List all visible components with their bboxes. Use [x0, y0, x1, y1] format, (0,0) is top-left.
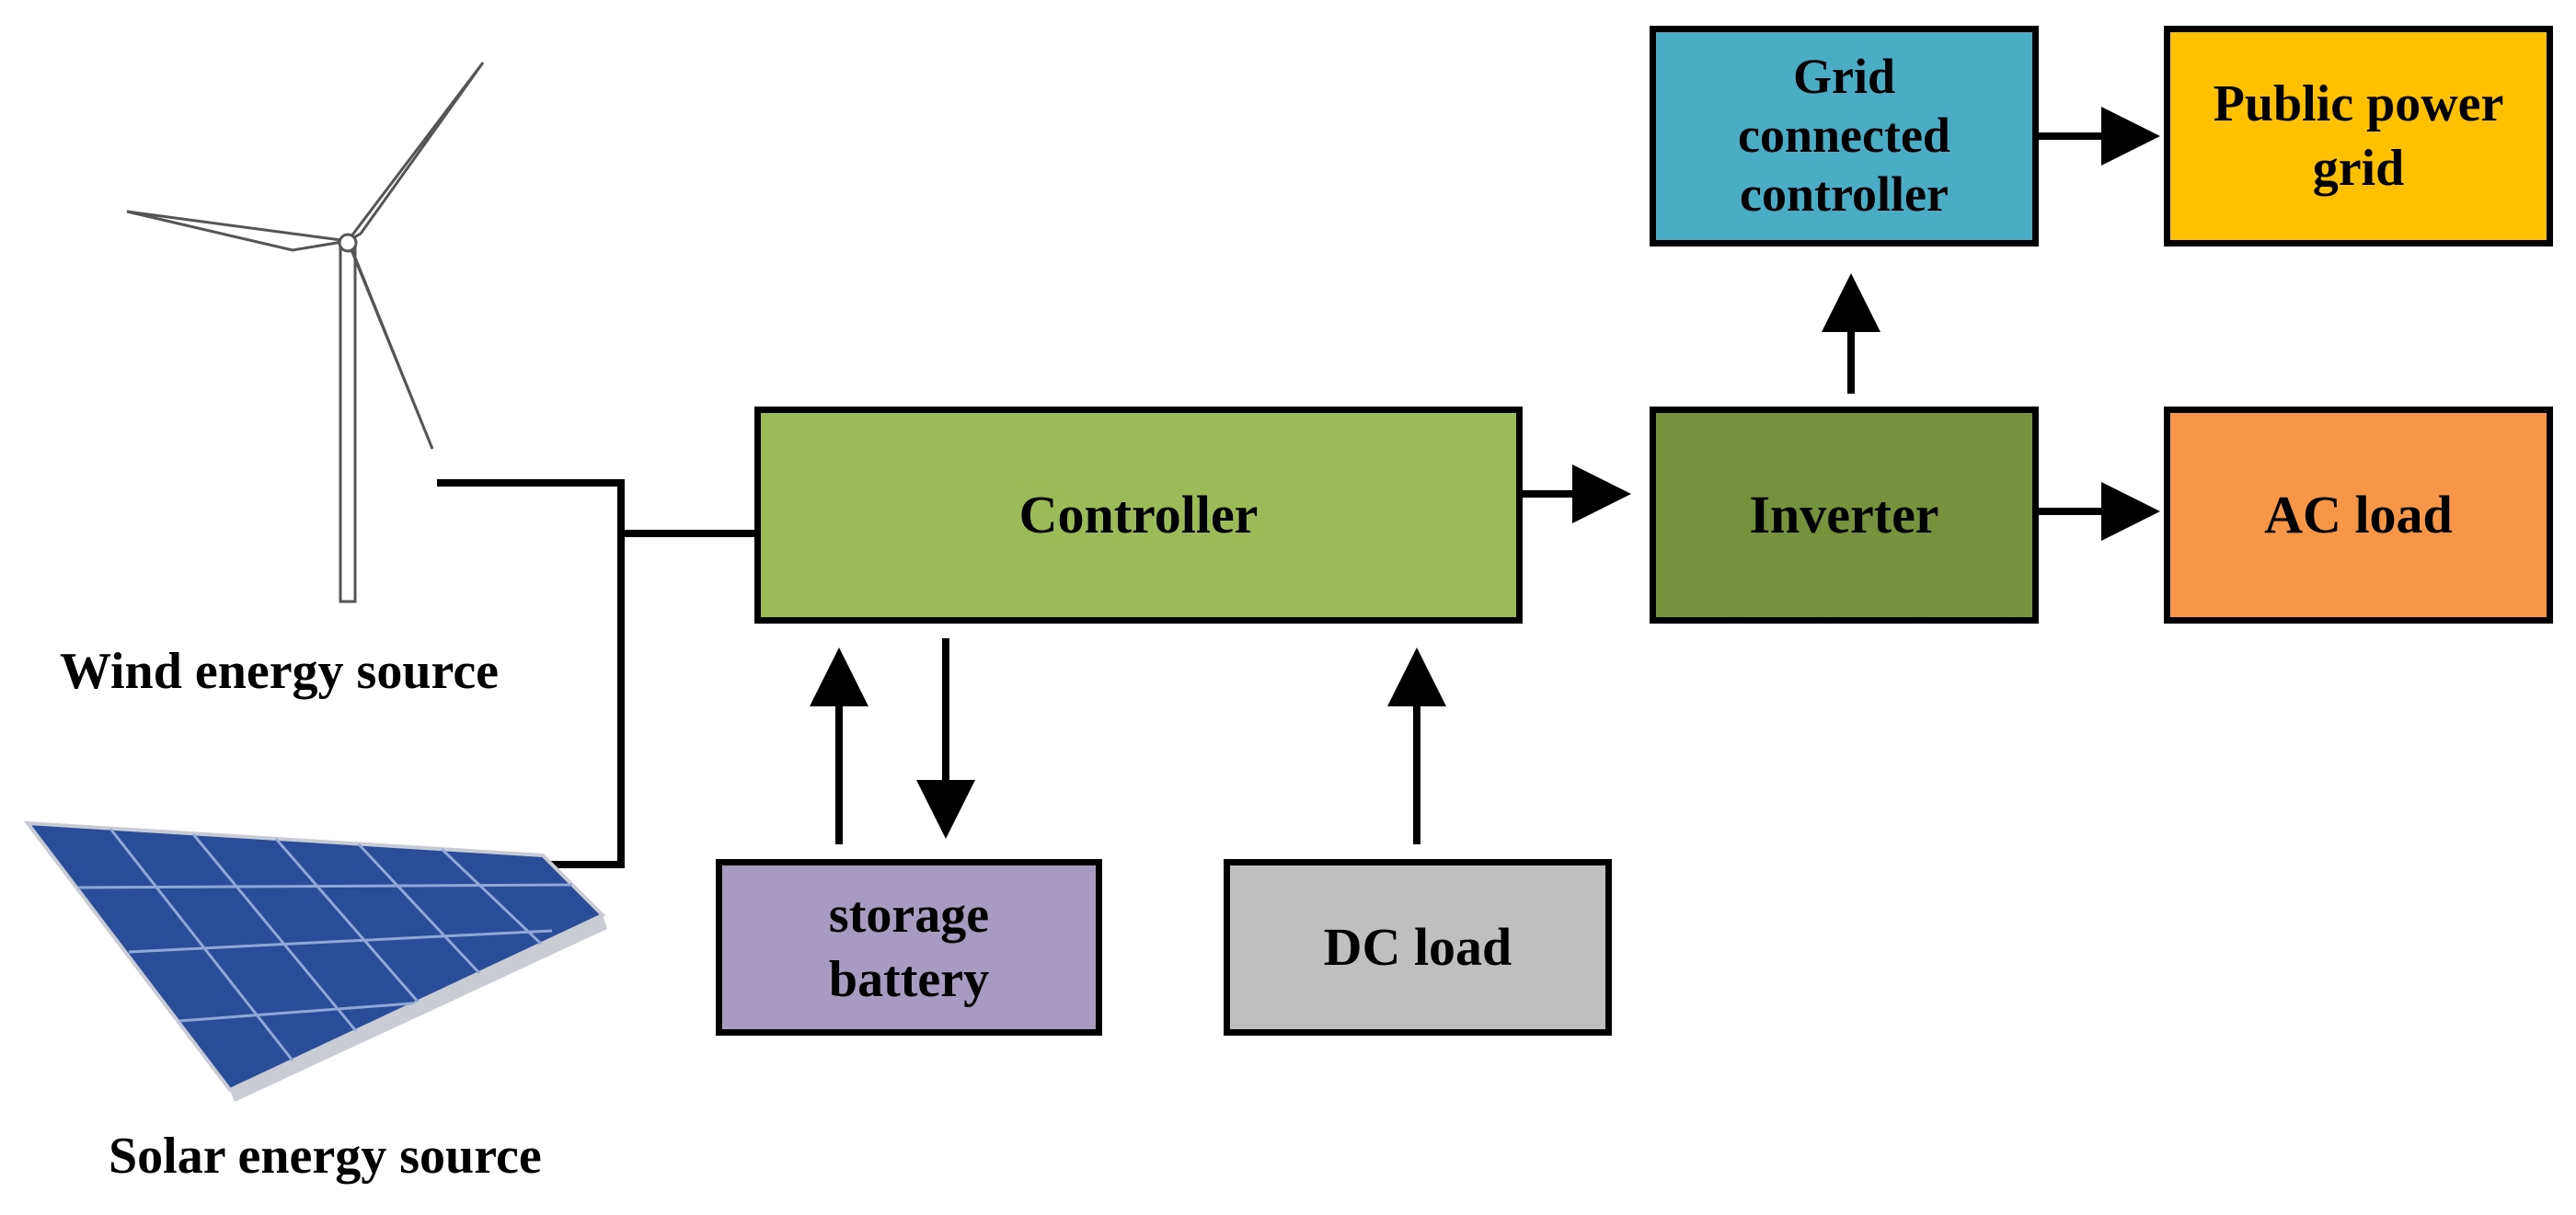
- wind-turbine-icon: [126, 62, 485, 603]
- grid-controller-text: Grid connected controller: [1738, 48, 1950, 224]
- battery-line-1: storage: [828, 887, 990, 944]
- inverter-block: Inverter: [1650, 407, 2039, 624]
- wind-feed-line: [437, 479, 625, 868]
- public-grid-line-2: grid: [2312, 140, 2405, 197]
- wind-source-label: Wind energy source: [60, 643, 500, 700]
- storage-battery-block: storage battery: [716, 859, 1102, 1036]
- battery-line-2: battery: [828, 951, 990, 1008]
- grid-connected-controller-block: Grid connected controller: [1650, 26, 2039, 246]
- public-grid-line-1: Public power: [2213, 75, 2504, 132]
- dc-load-label: DC load: [1323, 916, 1512, 977]
- public-grid-text: Public power grid: [2214, 72, 2504, 201]
- dc-load-block: DC load: [1224, 859, 1612, 1036]
- inverter-label: Inverter: [1749, 484, 1939, 544]
- solar-source-label: Solar energy source: [109, 1128, 542, 1185]
- grid-controller-line-1: Grid: [1792, 49, 1895, 105]
- ac-load-label: AC load: [2264, 484, 2453, 544]
- public-power-grid-block: Public power grid: [2164, 26, 2553, 246]
- ac-load-block: AC load: [2164, 407, 2553, 624]
- grid-controller-line-2: connected: [1738, 108, 1950, 164]
- controller-label: Controller: [1018, 484, 1259, 544]
- controller-block: Controller: [754, 407, 1523, 624]
- grid-controller-line-3: controller: [1740, 166, 1949, 222]
- solar-panel-icon: [23, 820, 607, 1102]
- battery-text: storage battery: [829, 883, 989, 1012]
